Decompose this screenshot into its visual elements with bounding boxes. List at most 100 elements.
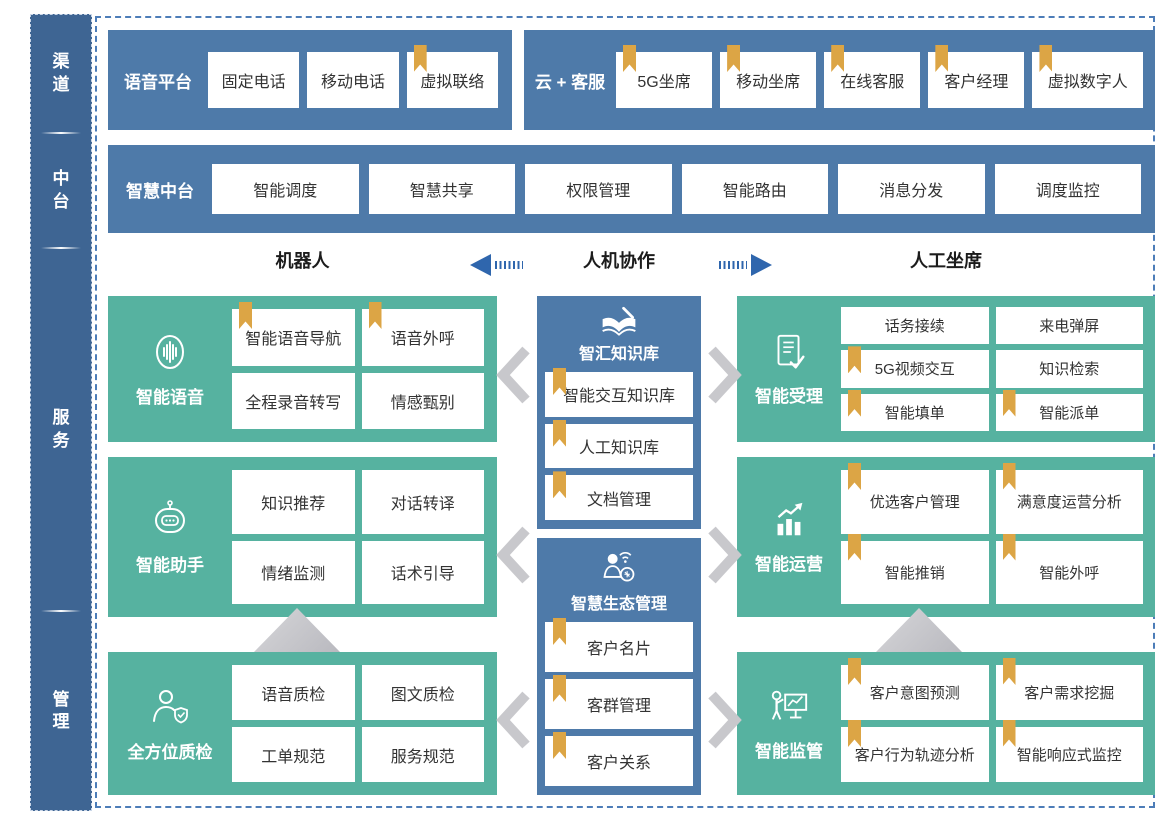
bookmark-ribbon-icon [727, 45, 741, 72]
smart-supervision-block: 智能监管 客户意图预测 客户需求挖掘 客户行为轨迹分析 智能响应式监控 [737, 652, 1155, 795]
chip-label: 移动电话 [320, 74, 385, 91]
chip-label: 智能推销 [884, 564, 945, 582]
chip-label: 来电弹屏 [1039, 318, 1100, 336]
sidebar-item-midplatform: 中台 [31, 134, 91, 247]
cloud-service-items: 5G坐席 移动坐席 在线客服 客户经理 虚拟数字人 [616, 45, 1155, 108]
chip-label: 知识推荐 [261, 495, 326, 513]
channel-chip: 固定电话 [208, 52, 300, 108]
feature-chip: 情感甄别 [361, 372, 484, 429]
sidebar-label: 管理 [52, 689, 70, 731]
chip-label: 消息分发 [879, 183, 944, 200]
feature-chip: 满意度运营分析 [995, 463, 1143, 534]
smart-operations-block: 智能运营 优选客户管理 满意度运营分析 智能推销 智能外呼 [737, 457, 1155, 617]
row-label: 客户关系 [586, 755, 651, 772]
feature-chip: 客户行为轨迹分析 [841, 720, 989, 782]
block-title: 智慧生态管理 [570, 596, 667, 613]
smart-operations-items: 优选客户管理 满意度运营分析 智能推销 智能外呼 [841, 463, 1143, 604]
feature-chip: 优选客户管理 [841, 463, 989, 534]
chip-label: 语音外呼 [390, 331, 455, 349]
chip-label: 智慧共享 [409, 183, 474, 200]
feature-row: 智能交互知识库 [545, 368, 693, 417]
chip-label: 全程录音转写 [245, 394, 342, 412]
bookmark-ribbon-icon [831, 45, 845, 72]
chip-label: 智能语音导航 [245, 331, 342, 349]
chip-label: 客户意图预测 [869, 685, 960, 702]
cloud-service-title: 云 + 客服 [534, 72, 606, 92]
bookmark-ribbon-icon [848, 389, 861, 417]
chip-label: 虚拟联络 [420, 74, 485, 91]
chip-label: 智能外呼 [1039, 564, 1100, 582]
bookmark-ribbon-icon [553, 618, 566, 645]
chip-label: 在线客服 [840, 74, 905, 91]
channel-chip: 虚拟联络 [406, 45, 498, 108]
platform-chip: 调度监控 [994, 164, 1141, 214]
sidebar-divider [41, 610, 81, 612]
block-title: 智能助手 [136, 556, 204, 575]
row-label: 文档管理 [586, 491, 651, 509]
smart-supervision-header: 智能监管 [737, 652, 841, 795]
left-dashed-arrow-icon [470, 252, 528, 278]
bookmark-ribbon-icon [553, 368, 566, 395]
chip-label: 工单规范 [261, 748, 326, 766]
bookmark-ribbon-icon [935, 45, 949, 72]
feature-chip: 客户需求挖掘 [995, 658, 1143, 720]
platform-chip: 智能调度 [212, 164, 359, 214]
chevron-left-icon [494, 524, 534, 586]
sidebar-divider [41, 247, 81, 249]
sidebar-label: 中台 [52, 169, 70, 211]
bookmark-ribbon-icon [239, 302, 252, 329]
feature-chip: 客户意图预测 [841, 658, 989, 720]
row-label: 智能交互知识库 [562, 388, 675, 406]
smart-supervision-items: 客户意图预测 客户需求挖掘 客户行为轨迹分析 智能响应式监控 [841, 658, 1143, 782]
bookmark-ribbon-icon [1002, 533, 1016, 561]
sidebar-divider [41, 132, 81, 134]
smart-middle-platform-items: 智能调度 智慧共享 权限管理 智能路由 消息分发 调度监控 [212, 164, 1155, 214]
chip-label: 客户需求挖掘 [1024, 685, 1115, 702]
knowledge-base-header: 智汇知识库 [537, 296, 701, 372]
bookmark-ribbon-icon [848, 463, 861, 490]
bookmark-ribbon-icon [1002, 389, 1016, 417]
chip-label: 话术引导 [390, 566, 455, 584]
block-title: 智能运营 [755, 555, 823, 574]
chevron-left-icon [494, 689, 534, 751]
block-title: 智能语音 [136, 388, 204, 407]
knowledge-base-block: 智汇知识库 智能交互知识库 人工知识库 文档管理 [537, 296, 701, 529]
chip-label: 智能路由 [722, 183, 787, 200]
chip-label: 智能填单 [884, 404, 945, 422]
bookmark-ribbon-icon [1039, 45, 1053, 72]
feature-row: 人工知识库 [545, 419, 693, 469]
ecosystem-management-header: 智慧生态管理 [537, 538, 701, 622]
sidebar-item-management: 管理 [31, 612, 91, 810]
chip-label: 话务接续 [884, 318, 945, 336]
row-label: 人工知识库 [578, 440, 659, 457]
cloud-service-block: 云 + 客服 5G坐席 移动坐席 在线客服 客户经理 虚拟数字人 [524, 30, 1155, 130]
quality-inspection-header: 全方位质检 [108, 652, 232, 795]
platform-chip: 消息分发 [838, 164, 985, 214]
feature-row: 文档管理 [545, 471, 693, 521]
feature-chip: 语音外呼 [361, 302, 484, 366]
bookmark-ribbon-icon [368, 302, 382, 329]
smart-operations-header: 智能运营 [737, 457, 841, 617]
sidebar-item-channel: 渠道 [31, 15, 91, 132]
header-human-agent: 人工坐席 [910, 251, 982, 271]
channel-chip: 移动电话 [307, 52, 399, 108]
supervision-icon [771, 690, 808, 720]
chip-label: 情绪监测 [261, 566, 326, 584]
platform-chip: 智能路由 [681, 164, 828, 214]
chip-label: 服务规范 [390, 748, 455, 766]
platform-chip: 权限管理 [525, 164, 672, 214]
assistant-robot-icon [155, 500, 185, 533]
bookmark-ribbon-icon [553, 471, 566, 499]
chip-label: 权限管理 [566, 183, 631, 200]
chip-label: 客户行为轨迹分析 [854, 747, 975, 764]
smart-middle-platform-title: 智慧中台 [126, 181, 194, 201]
row-label: 客群管理 [586, 698, 651, 715]
chip-label: 调度监控 [1035, 183, 1100, 200]
ecosystem-icon [603, 551, 635, 582]
right-dashed-arrow-icon [714, 252, 772, 278]
channel-chip: 虚拟数字人 [1032, 45, 1143, 108]
chip-label: 移动坐席 [736, 74, 801, 91]
quality-inspection-block: 全方位质检 语音质检 图文质检 工单规范 服务规范 [108, 652, 497, 795]
smart-middle-platform-block: 智慧中台 智能调度 智慧共享 权限管理 智能路由 消息分发 调度监控 [108, 145, 1155, 233]
